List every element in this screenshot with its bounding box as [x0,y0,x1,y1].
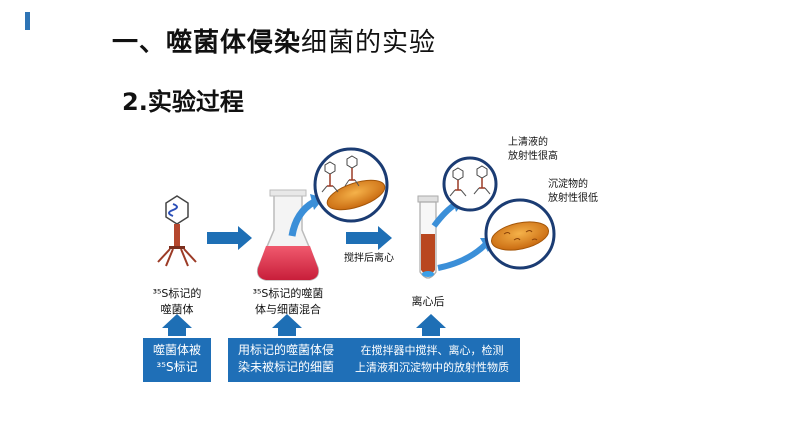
accent-bar [25,12,30,30]
section-subtitle: 2.实验过程 [122,88,244,116]
supernatant-label: 上清液的 放射性很高 [508,137,558,162]
title-light: 细菌的实验 [301,28,437,58]
up-arrow-2-icon [272,314,302,336]
sediment-zoom-icon [484,198,556,270]
sediment-label: 沉淀物的 放射性很低 [548,179,598,204]
curved-arrow-1-icon [288,198,316,237]
test-tube-icon [417,195,439,279]
phage-label: ³⁵S标记的 噬菌体 [152,287,202,316]
centrifuge-label: 搅拌后离心 [344,253,394,264]
step-box-2: 用标记的噬菌体侵 染未被标记的细菌 [228,338,344,382]
up-arrow-3-icon [416,314,446,336]
arrow-2-icon [346,226,392,250]
supernatant-zoom-icon [442,156,498,212]
curved-arrow-up-icon [431,201,458,228]
up-arrows [162,314,446,336]
flask-icon [256,189,320,281]
phage-icon [157,195,197,267]
page-title: 一、噬菌体侵染细菌的实验 [112,22,436,59]
up-arrow-1-icon [162,314,192,336]
tube-label: 离心后 [411,295,445,308]
title-bold: 一、噬菌体侵染 [112,28,302,58]
curved-arrow-right-icon [437,241,489,271]
flask-label: ³⁵S标记的噬菌 体与细菌混合 [252,287,324,316]
infection-zoom-icon [313,147,389,223]
arrow-1-icon [207,226,252,250]
step-box-3: 在搅拌器中搅拌、离心，检测 上清液和沉淀物中的放射性物质 [344,338,520,382]
step-box-1: 噬菌体被 ³⁵S标记 [143,338,211,382]
